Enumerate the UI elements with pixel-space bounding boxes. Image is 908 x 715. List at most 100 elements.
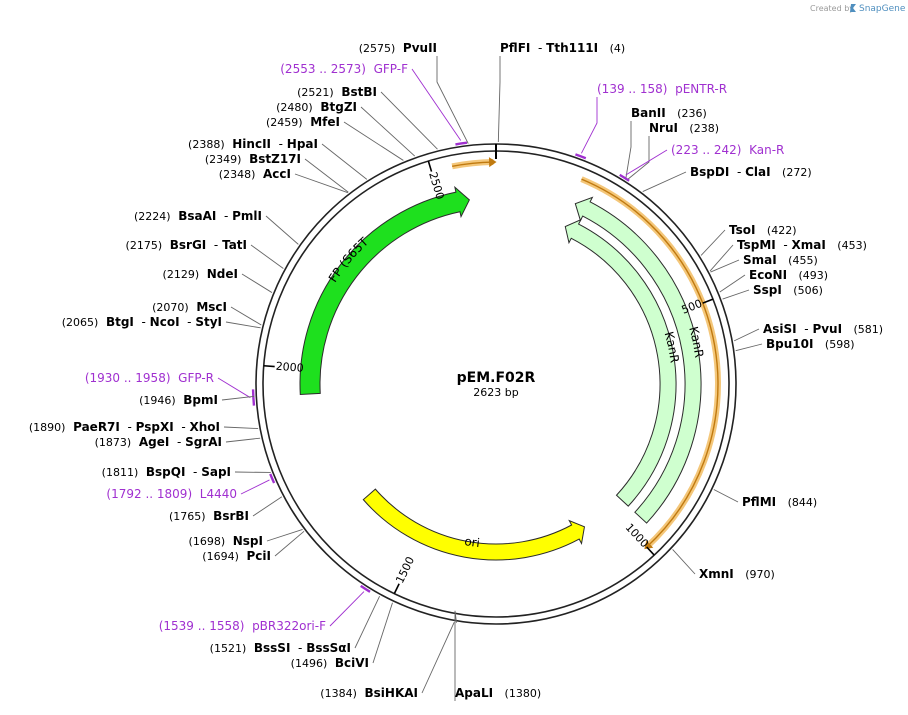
spacer [313,100,321,114]
leader-line [709,244,734,272]
site-label-bsaai[interactable]: (2224) BsaAI - PmlI [134,209,262,223]
primer-bind-arrowhead [488,157,497,168]
site-label-bcivi[interactable]: (1496) BciVI [291,656,369,670]
enzyme-name: AsiSI [763,322,797,336]
site-label-ndei[interactable]: (2129) NdeI [163,267,238,281]
site-label-agei[interactable]: (1873) AgeI - SgrAI [95,435,222,449]
leader-line [580,97,598,154]
site-label-pflmi[interactable]: PflMI (844) [742,495,817,509]
site-label-text: AsiSI - PvuI (581) [763,322,883,336]
feature-arrow-gfp-s65t-[interactable] [299,185,470,395]
site-label-pcii[interactable]: (1694) PciI [202,549,271,563]
site-position: (1930 .. 1958) [85,371,171,385]
site-position: (581) [854,323,884,336]
primer-site-mark [455,141,468,146]
feature-arrow-kanr[interactable] [564,218,677,507]
enzyme-name: BanII [631,106,666,120]
site-label-banii[interactable]: BanII (236) [631,106,707,120]
spacer [225,137,233,151]
site-label-tsoi[interactable]: TsoI (422) [729,223,797,237]
site-label-btgzi[interactable]: (2480) BtgZI [276,100,357,114]
enzyme-name: MfeI [310,115,340,129]
spacer [176,393,184,407]
site-label-nspi[interactable]: (1698) NspI [189,534,263,548]
primer-name: L4440 [200,487,237,501]
primer-name: GFP-F [374,62,409,76]
site-label-pentr[interactable]: (139 .. 158) pENTR-R [597,82,727,96]
site-label-bspdi[interactable]: BspDI - ClaI (272) [690,165,812,179]
site-label-text: (1792 .. 1809) L4440 [106,487,237,501]
leader-line [266,529,303,542]
site-label-bpu10i[interactable]: Bpu10I (598) [766,337,855,351]
site-label-msci[interactable]: (2070) MscI [152,300,227,314]
site-label-bstz17i[interactable]: (2349) BstZ17I [205,152,301,166]
name-separator: - [174,420,190,434]
site-label-acci[interactable]: (2348) AccI [219,167,291,181]
site-label-tspmi[interactable]: TspMI - XmaI (453) [737,238,867,252]
primer-site-mark [619,173,630,182]
site-position: (1380) [505,687,542,700]
site-label-pvuii[interactable]: (2575) PvuII [359,41,437,55]
ruler-tick-label: 1500 [393,555,417,586]
site-label-paer7i[interactable]: (1890) PaeR7I - PspXI - XhoI [29,420,220,434]
spacer [493,686,504,700]
enzyme-name: PvuI [812,322,842,336]
site-label-mfei[interactable]: (2459) MfeI [266,115,340,129]
site-position: (455) [788,254,818,267]
site-label-sspi[interactable]: SspI (506) [753,283,823,297]
site-position: (2459) [266,116,303,129]
enzyme-name: BspDI [690,165,729,179]
feature-arrow-ori[interactable] [362,488,586,561]
enzyme-name: PspXI [136,420,174,434]
site-label-apali[interactable]: ApaLI (1380) [455,686,541,700]
enzyme-name: BsrGI [170,238,207,252]
site-position: (272) [782,166,812,179]
feature-arrow-kanr[interactable] [574,196,702,524]
site-label-smai[interactable]: SmaI (455) [743,253,818,267]
site-label-bsihkai[interactable]: (1384) BsiHKAI [320,686,418,700]
site-label-bstbi[interactable]: (2521) BstBI [297,85,377,99]
leader-line [294,173,349,194]
site-label-nrui[interactable]: NruI (238) [649,121,719,135]
name-separator: - [776,238,792,252]
enzyme-name: Tth111I [546,41,598,55]
site-label-text: (139 .. 158) pENTR-R [597,82,727,96]
site-label-text: (1698) NspI [189,534,263,548]
enzyme-name: SspI [753,283,782,297]
site-label-text: TspMI - XmaI (453) [737,238,867,252]
leader-line [304,158,349,193]
name-separator: - [797,322,813,336]
site-label-text: TsoI (422) [729,223,797,237]
leader-line [713,489,739,503]
site-label-bsrgi[interactable]: (2175) BsrGI - TatI [126,238,247,252]
enzyme-name: BssSI [254,641,291,655]
site-label-kanr_p[interactable]: (223 .. 242) Kan-R [671,143,784,157]
site-label-bsssi[interactable]: (1521) BssSI - BssSαI [210,641,351,655]
site-label-text: (2480) BtgZI [276,100,357,114]
site-label-text: (2224) BsaAI - PmlI [134,209,262,223]
site-position: (1496) [291,657,328,670]
leader-line [265,215,299,245]
site-label-gfpr[interactable]: (1930 .. 1958) GFP-R [85,371,214,385]
leader-line [733,328,760,342]
site-label-bsrbi[interactable]: (1765) BsrBI [169,509,249,523]
site-label-pflfi[interactable]: PflFI - Tth111I (4) [500,41,625,55]
enzyme-name: BtgZI [320,100,357,114]
site-position: (493) [799,269,829,282]
primer-name: pBR322ori-F [252,619,326,633]
primer-site-mark [360,584,371,593]
site-label-bspqi[interactable]: (1811) BspQI - SapI [102,465,231,479]
site-label-l4440[interactable]: (1792 .. 1809) L4440 [106,487,237,501]
leader-line [221,395,255,401]
site-label-bpmi[interactable]: (1946) BpmI [139,393,218,407]
site-label-econi[interactable]: EcoNI (493) [749,268,828,282]
name-separator: - [180,315,196,329]
site-label-gfpf[interactable]: (2553 .. 2573) GFP-F [280,62,408,76]
site-label-asisi[interactable]: AsiSI - PvuI (581) [763,322,883,336]
site-label-btgi[interactable]: (2065) BtgI - NcoI - StyI [62,315,222,329]
site-label-pbr322[interactable]: (1539 .. 1558) pBR322ori-F [159,619,326,633]
site-label-xmni[interactable]: XmnI (970) [699,567,775,581]
enzyme-name: BsaAI [178,209,216,223]
site-label-hincii[interactable]: (2388) HincII - HpaI [188,137,318,151]
